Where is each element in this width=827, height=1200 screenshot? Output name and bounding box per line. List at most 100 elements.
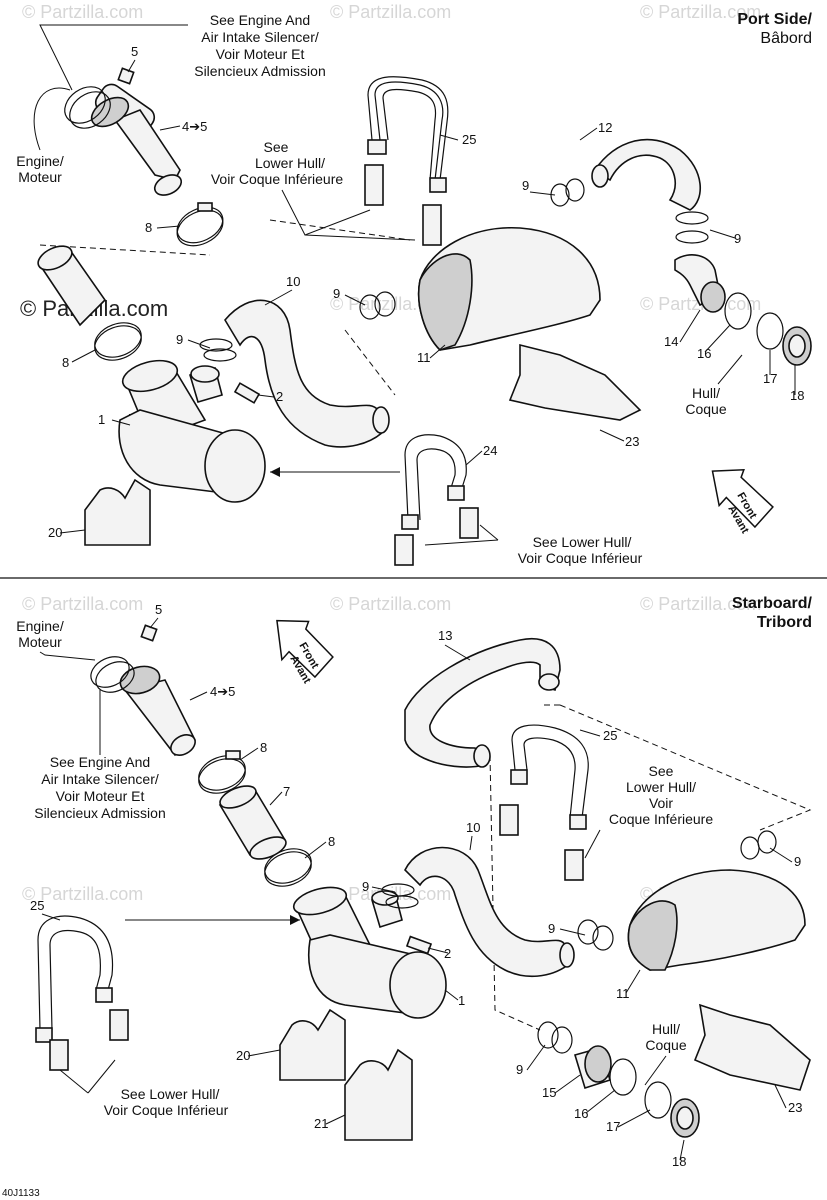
svg-text:4➔5: 4➔5 bbox=[182, 119, 207, 134]
part-screw-5[interactable] bbox=[117, 67, 135, 85]
leader-line bbox=[39, 651, 96, 661]
callout-labels: 5 4➔5 8 7 8 13 25 10 9 2 9 9 11 1 25 20 … bbox=[30, 602, 802, 1169]
part-screw-5[interactable] bbox=[140, 624, 158, 642]
part-shield-20[interactable] bbox=[84, 478, 151, 546]
part-elbow-14[interactable] bbox=[674, 254, 726, 313]
svg-text:See Engine And: See Engine And bbox=[50, 754, 150, 770]
part-muffler-1[interactable] bbox=[118, 355, 266, 503]
part-clamp-9[interactable] bbox=[577, 830, 777, 951]
note-engine-silencer: See Engine And Air Intake Silencer/ Voir… bbox=[194, 12, 326, 79]
svg-text:23: 23 bbox=[625, 434, 639, 449]
svg-text:See: See bbox=[264, 139, 289, 155]
part-clamp-8[interactable] bbox=[90, 317, 146, 366]
part-adapter-4[interactable] bbox=[117, 662, 198, 759]
dashed-guide bbox=[559, 704, 812, 831]
part-sensor-2[interactable] bbox=[405, 935, 433, 955]
part-resonator-11[interactable] bbox=[417, 227, 601, 351]
callout-leaders bbox=[41, 617, 793, 1161]
part-ring-17[interactable] bbox=[756, 312, 784, 350]
svg-text:1: 1 bbox=[458, 993, 465, 1008]
note-lower-hull-top: See Lower Hull/ Voir Coque Inférieure bbox=[211, 139, 344, 187]
watermark: © Partzilla.com bbox=[640, 2, 761, 22]
svg-text:9: 9 bbox=[516, 1062, 523, 1077]
svg-text:Lower Hull/: Lower Hull/ bbox=[255, 155, 325, 171]
svg-text:5: 5 bbox=[131, 44, 138, 59]
part-clamp-9[interactable] bbox=[675, 211, 709, 244]
part-clamp-8[interactable] bbox=[260, 843, 316, 892]
svg-text:Silencieux Admission: Silencieux Admission bbox=[34, 805, 166, 821]
svg-text:4➔5: 4➔5 bbox=[210, 684, 235, 699]
part-nut-18[interactable] bbox=[670, 1098, 700, 1138]
part-clamp-9[interactable] bbox=[381, 883, 419, 909]
callout-leaders bbox=[59, 59, 796, 534]
part-muffler-1[interactable] bbox=[291, 882, 447, 1019]
part-resonator-11[interactable] bbox=[627, 869, 806, 971]
part-gasket-16[interactable] bbox=[724, 292, 752, 330]
part-nut-18[interactable] bbox=[782, 326, 812, 366]
part-hose-12[interactable] bbox=[591, 138, 702, 211]
svg-text:Hull/: Hull/ bbox=[692, 385, 720, 401]
svg-text:8: 8 bbox=[260, 740, 267, 755]
part-hose-13[interactable] bbox=[404, 638, 561, 768]
svg-text:Silencieux Admission: Silencieux Admission bbox=[194, 63, 326, 79]
part-clamp-9[interactable] bbox=[199, 338, 237, 362]
part-strap-25[interactable] bbox=[367, 76, 449, 193]
part-coupler[interactable] bbox=[34, 241, 107, 327]
svg-text:15: 15 bbox=[542, 1085, 556, 1100]
note-hull: Hull/ Coque bbox=[645, 1021, 686, 1053]
leader-line bbox=[304, 234, 416, 241]
part-coupler-7[interactable] bbox=[217, 782, 289, 864]
svg-text:Coque Inférieure: Coque Inférieure bbox=[609, 811, 714, 827]
svg-text:Voir: Voir bbox=[649, 795, 673, 811]
svg-text:Voir Moteur Et: Voir Moteur Et bbox=[216, 46, 305, 62]
arrowhead bbox=[290, 915, 300, 925]
watermark: © Partzilla.com bbox=[640, 594, 761, 614]
svg-text:11: 11 bbox=[616, 986, 630, 1001]
note-lower-hull-bottom: See Lower Hull/ Voir Coque Inférieur bbox=[518, 534, 643, 566]
svg-text:18: 18 bbox=[790, 388, 804, 403]
part-clamp-8[interactable] bbox=[171, 200, 228, 252]
part-strap-25[interactable] bbox=[35, 915, 129, 1071]
svg-text:Voir Moteur Et: Voir Moteur Et bbox=[56, 788, 145, 804]
svg-text:24: 24 bbox=[483, 443, 497, 458]
note-hull: Hull/ Coque bbox=[685, 385, 726, 417]
svg-text:17: 17 bbox=[763, 371, 777, 386]
part-strap-25[interactable] bbox=[499, 724, 589, 881]
part-ring-17[interactable] bbox=[644, 1081, 672, 1119]
part-clamp-8[interactable] bbox=[194, 750, 250, 799]
callout-labels: 5 4➔5 8 25 12 9 9 9 9 10 11 14 16 17 18 … bbox=[48, 44, 804, 540]
part-pad-23[interactable] bbox=[693, 1003, 811, 1091]
arrowhead bbox=[270, 467, 280, 477]
svg-text:9: 9 bbox=[548, 921, 555, 936]
part-clamp-9[interactable] bbox=[537, 1021, 573, 1054]
part-shield-21[interactable] bbox=[344, 1048, 413, 1141]
part-gasket-16[interactable] bbox=[609, 1058, 637, 1096]
part-fitting-15[interactable] bbox=[573, 1045, 612, 1090]
part-adapter-4[interactable] bbox=[87, 81, 185, 200]
starboard-subtitle: Tribord bbox=[757, 614, 812, 631]
part-pad-23[interactable] bbox=[508, 343, 642, 421]
part-clamp-9[interactable] bbox=[359, 178, 585, 320]
part-hose-10[interactable] bbox=[404, 846, 575, 978]
part-bracket[interactable] bbox=[364, 164, 442, 246]
svg-text:11: 11 bbox=[417, 350, 431, 365]
svg-text:10: 10 bbox=[286, 274, 300, 289]
part-clamp[interactable] bbox=[58, 79, 117, 135]
svg-text:1: 1 bbox=[98, 412, 105, 427]
svg-text:9: 9 bbox=[522, 178, 529, 193]
part-strap-24[interactable] bbox=[394, 434, 479, 566]
part-clamp[interactable] bbox=[86, 651, 139, 698]
svg-text:Voir Coque Inférieure: Voir Coque Inférieure bbox=[211, 171, 344, 187]
dashed-guide bbox=[344, 329, 396, 396]
part-shield-20[interactable] bbox=[279, 1008, 346, 1081]
svg-text:9: 9 bbox=[734, 231, 741, 246]
svg-text:9: 9 bbox=[362, 879, 369, 894]
svg-text:See Lower Hull/: See Lower Hull/ bbox=[533, 534, 632, 550]
svg-text:8: 8 bbox=[145, 220, 152, 235]
svg-text:Coque: Coque bbox=[645, 1037, 686, 1053]
part-hose-10[interactable] bbox=[224, 299, 390, 448]
part-sensor-2[interactable] bbox=[233, 382, 261, 404]
svg-text:9: 9 bbox=[176, 332, 183, 347]
svg-text:25: 25 bbox=[603, 728, 617, 743]
svg-text:See Lower Hull/: See Lower Hull/ bbox=[121, 1086, 220, 1102]
